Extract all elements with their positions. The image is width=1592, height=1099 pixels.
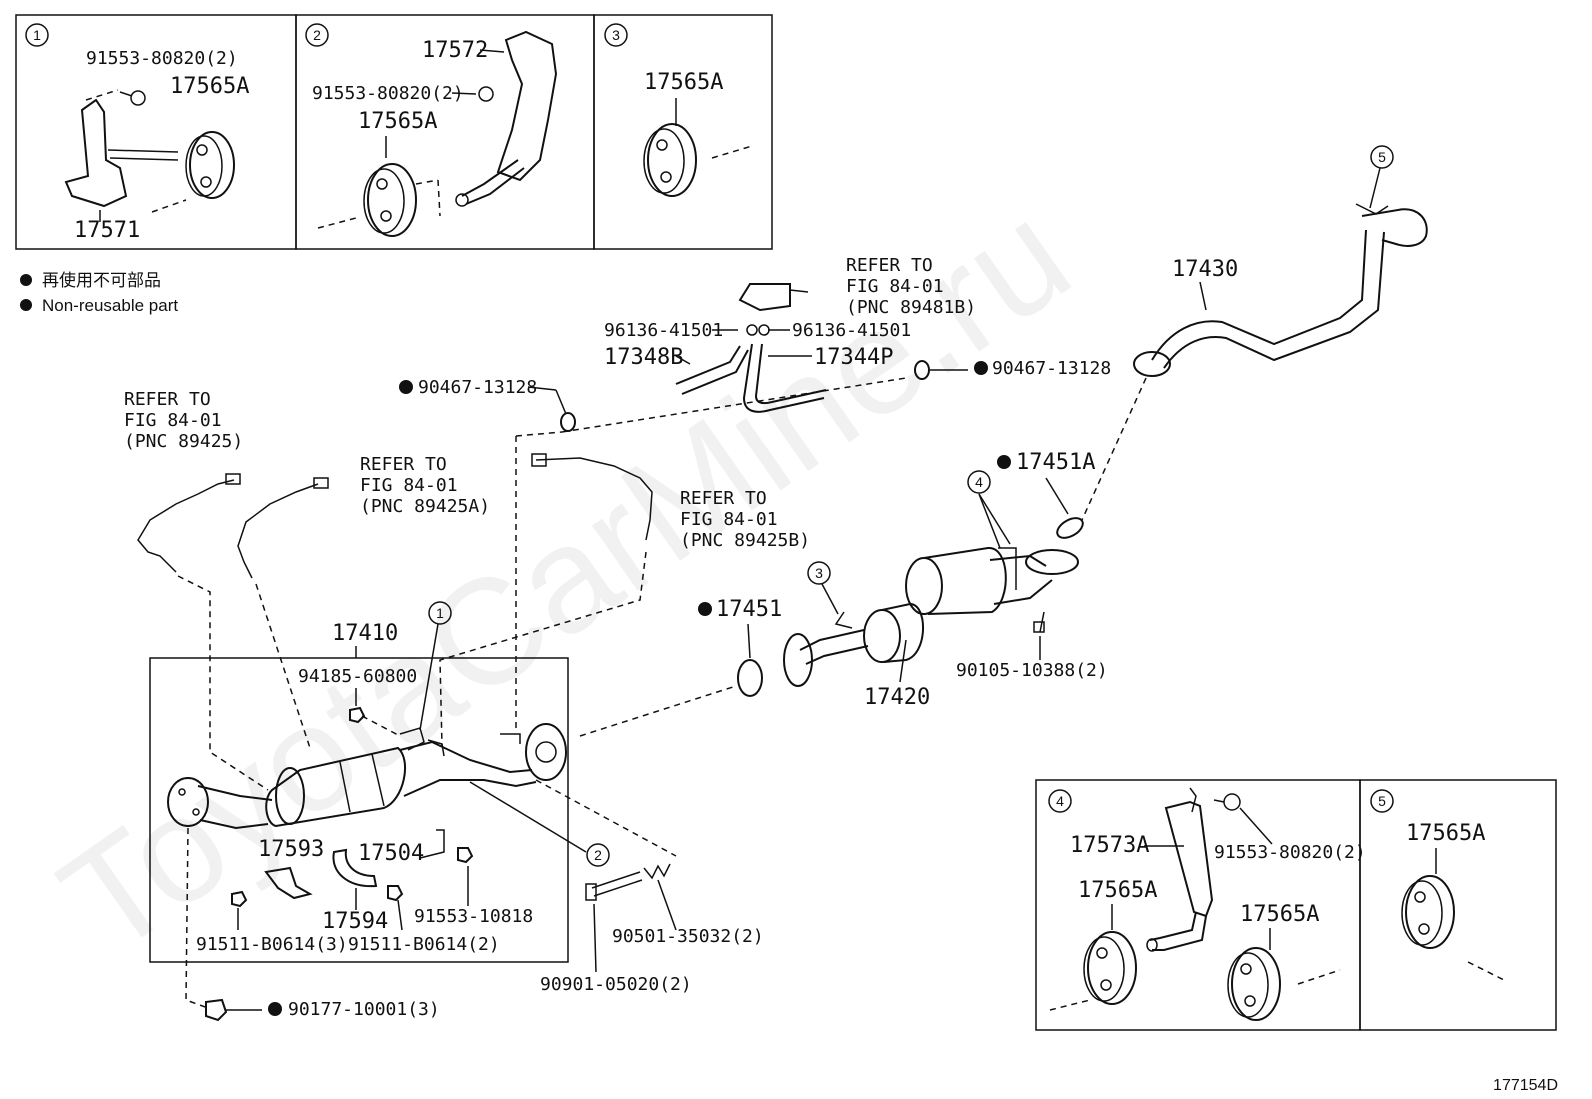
inset-5-label-hanger: 17565A	[1406, 821, 1485, 846]
refer-89425-line3: (PNC 89425)	[124, 431, 243, 452]
label-94185: 94185-60800	[298, 666, 417, 687]
callout-1	[428, 601, 452, 625]
spring-bolt-90501: 90501-35032(2) 90901-05020(2)	[540, 863, 764, 995]
inset-1-label-hanger: 17565A	[170, 74, 249, 99]
label-90501: 90501-35032(2)	[612, 926, 764, 947]
bolts-90105: 90105-10388(2)	[956, 611, 1108, 681]
svg-text:2: 2	[594, 847, 602, 863]
refer-89425a-line2: FIG 84-01	[360, 475, 458, 496]
oxygen-sensor-89425: REFER TO FIG 84-01 (PNC 89425)	[124, 389, 269, 791]
callout-2	[586, 843, 610, 867]
inset-2-label-bracket: 17572	[422, 38, 488, 63]
bolt-icon	[130, 90, 146, 106]
svg-text:3: 3	[815, 565, 823, 581]
assembly-frame	[149, 657, 569, 963]
label-17593: 17593	[258, 837, 324, 862]
label-90177: 90177-10001(3)	[288, 999, 440, 1020]
label-91511-2: 91511-B0614(2)	[348, 934, 500, 955]
inset-2-label-bolt: 91553-80820(2)	[312, 83, 464, 104]
label-17344p: 17344P	[814, 345, 893, 370]
refer-89425a-line1: REFER TO	[360, 454, 447, 475]
figure-code: 177154D	[1493, 1077, 1558, 1094]
label-96136-right: 96136-41501	[792, 320, 911, 341]
legend-japanese: 再使用不可部品	[42, 270, 161, 290]
clamp-90467-left: 90467-13128	[399, 377, 576, 432]
label-91511-3: 91511-B0614(3)	[196, 934, 348, 955]
callout-4	[967, 470, 991, 494]
label-90105: 90105-10388(2)	[956, 660, 1108, 681]
inset-1-number-circle	[25, 23, 49, 47]
label-17410: 17410	[332, 621, 398, 646]
inset-1-label-bracket: 17571	[74, 218, 140, 243]
front-pipe-assy-17410: 17410 94185-60800 1 2 17	[149, 601, 677, 963]
callout-3	[807, 561, 831, 585]
oxygen-sensor-89425b: REFER TO FIG 84-01 (PNC 89425B)	[439, 453, 810, 747]
label-17451: 17451	[716, 597, 782, 622]
label-17504: 17504	[358, 841, 424, 866]
label-17430: 17430	[1172, 257, 1238, 282]
label-17451a: 17451A	[1016, 450, 1095, 475]
inset-5: 5 17565A	[1359, 779, 1557, 1031]
inset-4-label-bracket: 17573A	[1070, 833, 1149, 858]
label-90901: 90901-05020(2)	[540, 974, 692, 995]
inset-4: 4 17573A 91553-80820(2) 17565A 17565A	[1035, 779, 1366, 1031]
label-17420: 17420	[864, 685, 930, 710]
inset-4-label-hanger-a: 17565A	[1078, 878, 1157, 903]
inset-1-label-bolt: 91553-80820(2)	[86, 48, 238, 69]
muffler-17420: 17420 3 4	[783, 470, 1079, 710]
refer-89425b-line1: REFER TO	[680, 488, 767, 509]
tailpipe-17430: 17430 5	[1133, 145, 1428, 377]
clamp-90467-right: 90467-13128	[914, 358, 1111, 380]
gasket-17451A: 17451A	[997, 450, 1095, 539]
refer-89425-line1: REFER TO	[124, 389, 211, 410]
inset-2-label-hanger: 17565A	[358, 109, 437, 134]
label-91553-10818: 91553-10818	[414, 906, 533, 927]
label-17594: 17594	[322, 909, 388, 934]
svg-text:4: 4	[975, 474, 983, 490]
label-90467-left: 90467-13128	[418, 377, 537, 398]
inset-5-number: 5	[1378, 793, 1386, 809]
legend-english: Non-reusable part	[42, 296, 178, 315]
refer-89425b-line3: (PNC 89425B)	[680, 530, 810, 551]
inset-2-number: 2	[313, 27, 321, 43]
refer-89481b-line3: (PNC 89481B)	[846, 297, 976, 318]
bracket-17572	[496, 30, 558, 182]
refer-89425-line2: FIG 84-01	[124, 410, 222, 431]
nut-90177: 90177-10001(3)	[185, 827, 440, 1022]
refer-89425a-line3: (PNC 89425A)	[360, 496, 490, 517]
oxygen-sensor-89425a: REFER TO FIG 84-01 (PNC 89425A)	[237, 454, 490, 749]
inset-3-number: 3	[612, 27, 620, 43]
inset-4-number: 4	[1056, 793, 1064, 809]
rubber-hanger-icon	[189, 131, 235, 199]
refer-89481b-line1: REFER TO	[846, 255, 933, 276]
non-reusable-dot-icon	[20, 274, 32, 286]
label-96136-left: 96136-41501	[604, 320, 723, 341]
inset-4-label-hanger-b: 17565A	[1240, 902, 1319, 927]
inset-1: 1 91553-80820(2) 17565A 17571	[15, 14, 297, 250]
inset-1-number: 1	[33, 27, 41, 43]
svg-text:1: 1	[436, 605, 444, 621]
label-17348b: 17348B	[604, 345, 683, 370]
callout-5	[1370, 145, 1394, 169]
legend: 再使用不可部品 Non-reusable part	[20, 270, 178, 315]
bracket-17571	[64, 98, 128, 208]
inset-4-label-bolt: 91553-80820(2)	[1214, 842, 1366, 863]
vacuum-switching-valve: REFER TO FIG 84-01 (PNC 89481B) 96136-41…	[604, 255, 976, 413]
svg-text:5: 5	[1378, 149, 1386, 165]
gasket-17451: 17451	[698, 597, 782, 697]
inset-3-label-hanger: 17565A	[644, 70, 723, 95]
label-90467-right: 90467-13128	[992, 358, 1111, 379]
inset-3: 3 17565A	[593, 14, 773, 250]
refer-89425b-line2: FIG 84-01	[680, 509, 778, 530]
refer-89481b-line2: FIG 84-01	[846, 276, 944, 297]
inset-2: 2 17572 91553-80820(2) 17565A	[295, 14, 595, 250]
